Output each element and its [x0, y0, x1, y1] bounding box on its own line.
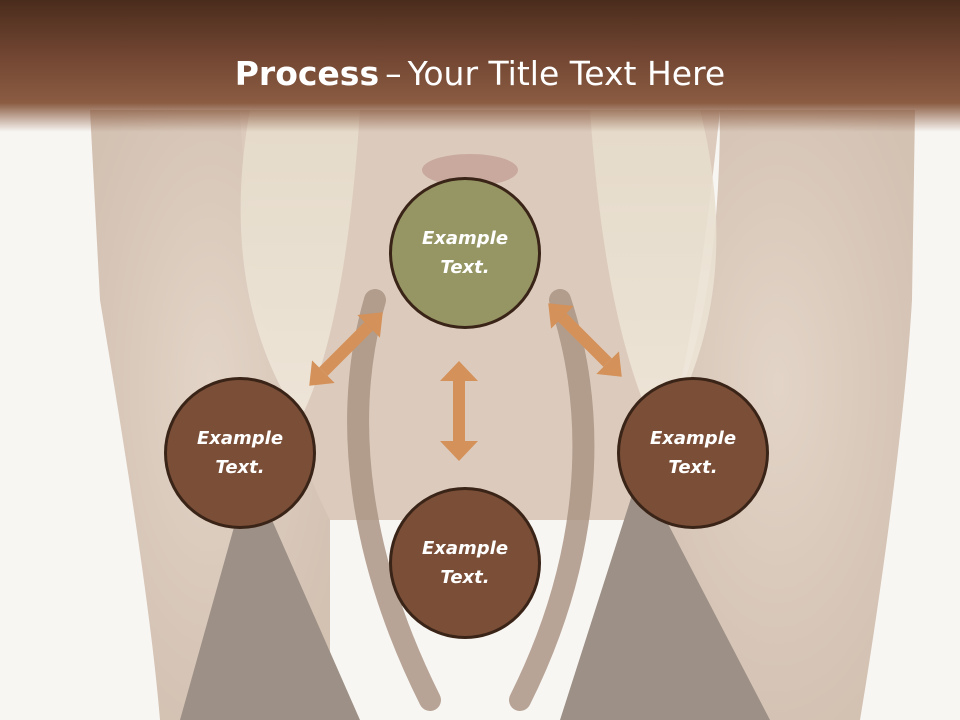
hair-right [590, 110, 717, 440]
arrow-top-left [309, 312, 383, 386]
garment-left [180, 470, 360, 720]
process-node-bottom: Example Text. [389, 487, 541, 639]
arrow-vertical [440, 361, 478, 461]
slide-title: Process–Your Title Text Here [0, 52, 960, 96]
garment-right [560, 470, 770, 720]
title-text: Your Title Text Here [407, 54, 726, 93]
arrow-top-right [548, 303, 622, 377]
title-bold: Process [234, 54, 380, 93]
node-label-bottom: Example Text. [421, 538, 509, 588]
necklace-shape [347, 289, 595, 711]
title-separator: – [385, 54, 402, 93]
right-arm-shape [640, 110, 915, 720]
hair-left [240, 110, 360, 420]
process-node-top: Example Text. [389, 177, 541, 329]
process-node-left: Example Text. [164, 377, 316, 529]
node-label-top: Example Text. [421, 228, 509, 278]
node-label-right: Example Text. [649, 428, 737, 478]
node-label-left: Example Text. [196, 428, 284, 478]
process-node-right: Example Text. [617, 377, 769, 529]
lips-shape [422, 154, 518, 186]
title-bar [0, 0, 960, 132]
